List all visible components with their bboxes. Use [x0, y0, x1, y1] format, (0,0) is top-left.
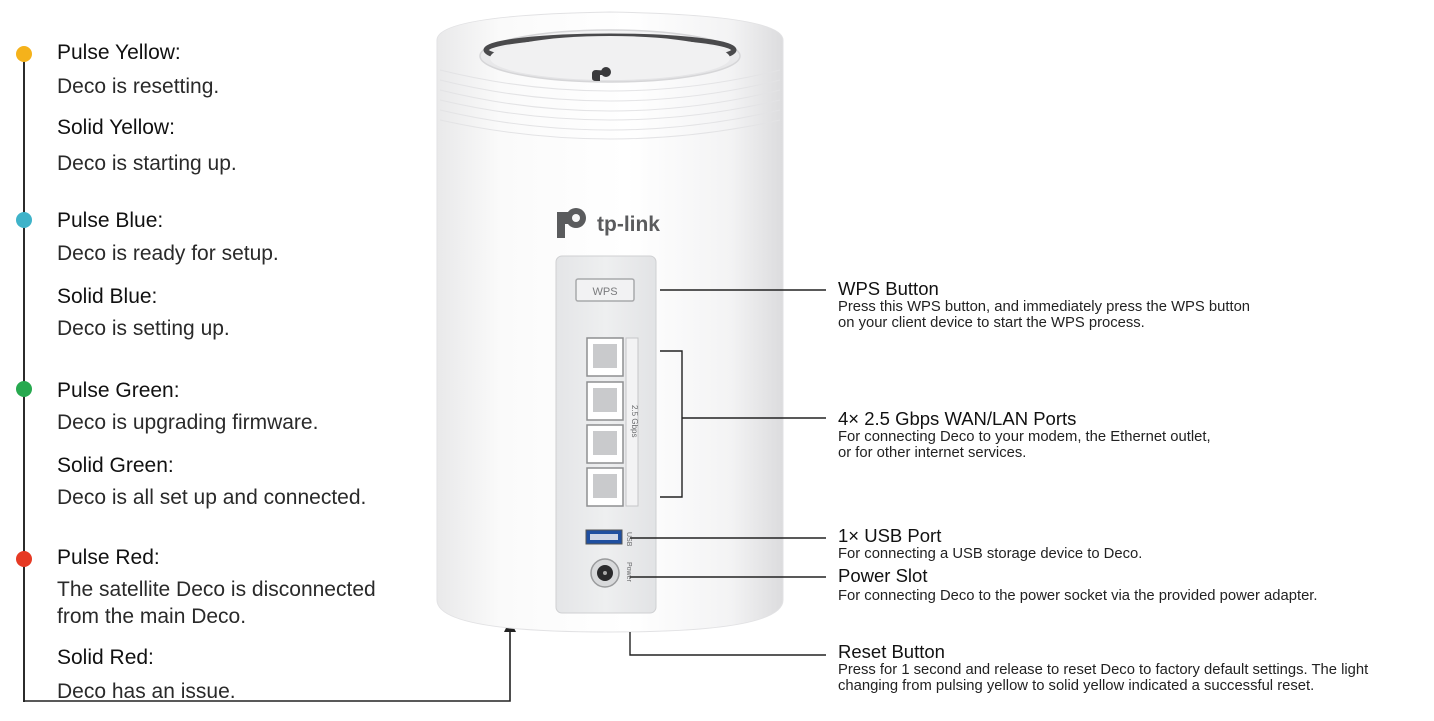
led-state-label: Solid Red: [57, 646, 154, 669]
wps-button-label: WPS [592, 286, 617, 298]
port-speed-label: 2.5 Gbps [630, 405, 639, 437]
usb-port-label: USB [625, 532, 632, 547]
callout-title: WPS Button [838, 278, 939, 299]
callout-title: Power Slot [838, 565, 928, 586]
callout-description: Press for 1 second and release to reset … [838, 662, 1369, 678]
wps-button-callout: WPS Button Press this WPS button, and im… [838, 278, 1250, 331]
reset-button-callout: Reset Button Press for 1 second and rele… [838, 641, 1368, 694]
callout-description: For connecting Deco to your modem, the E… [838, 429, 1211, 445]
callout-title: 4× 2.5 Gbps WAN/LAN Ports [838, 408, 1077, 429]
led-state-label: Solid Green: [57, 454, 174, 477]
power-slot-label: Power [625, 562, 632, 583]
usb-port-callout: 1× USB Port For connecting a USB storage… [838, 525, 1142, 562]
led-state-description: Deco is all set up and connected. [57, 486, 367, 509]
led-state-label: Pulse Blue: [57, 209, 164, 232]
ethernet-ports [586, 337, 624, 507]
led-state-description: Deco has an issue. [57, 680, 236, 703]
led-state-description: from the main Deco. [57, 605, 247, 628]
led-state-description: Deco is starting up. [57, 152, 237, 175]
callout-description: For connecting Deco to the power socket … [838, 588, 1318, 604]
red-led-dot [16, 551, 32, 567]
led-state-description: The satellite Deco is disconnected [57, 578, 376, 601]
blue-led-dot [16, 212, 32, 228]
power-slot-callout: Power Slot For connecting Deco to the po… [838, 565, 1318, 604]
callout-title: 1× USB Port [838, 525, 942, 546]
green-led-dot [16, 381, 32, 397]
callout-description: changing from pulsing yellow to solid ye… [838, 678, 1315, 694]
callout-description: Press this WPS button, and immediately p… [838, 299, 1251, 315]
callout-title: Reset Button [838, 641, 945, 662]
legend-timeline-line [23, 54, 25, 702]
led-state-description: Deco is upgrading firmware. [57, 411, 319, 434]
tp-link-logo [557, 208, 586, 238]
led-state-label: Pulse Red: [57, 546, 160, 569]
led-state-label: Solid Blue: [57, 285, 158, 308]
led-state-label: Solid Yellow: [57, 116, 175, 139]
led-state-description: Deco is resetting. [57, 75, 220, 98]
callout-description: or for other internet services. [838, 445, 1027, 461]
led-state-description: Deco is setting up. [57, 317, 230, 340]
callout-description: For connecting a USB storage device to D… [838, 546, 1143, 562]
yellow-led-dot [16, 46, 32, 62]
led-state-label: Pulse Yellow: [57, 41, 181, 64]
led-state-label: Pulse Green: [57, 379, 180, 402]
led-status-legend: Pulse Yellow: Deco is resetting. Solid Y… [0, 0, 420, 721]
led-state-description: Deco is ready for setup. [57, 242, 279, 265]
callout-description: on your client device to start the WPS p… [838, 315, 1145, 331]
ethernet-ports-callout: 4× 2.5 Gbps WAN/LAN Ports For connecting… [838, 408, 1211, 461]
brand-logo-text: tp-link [597, 213, 660, 236]
